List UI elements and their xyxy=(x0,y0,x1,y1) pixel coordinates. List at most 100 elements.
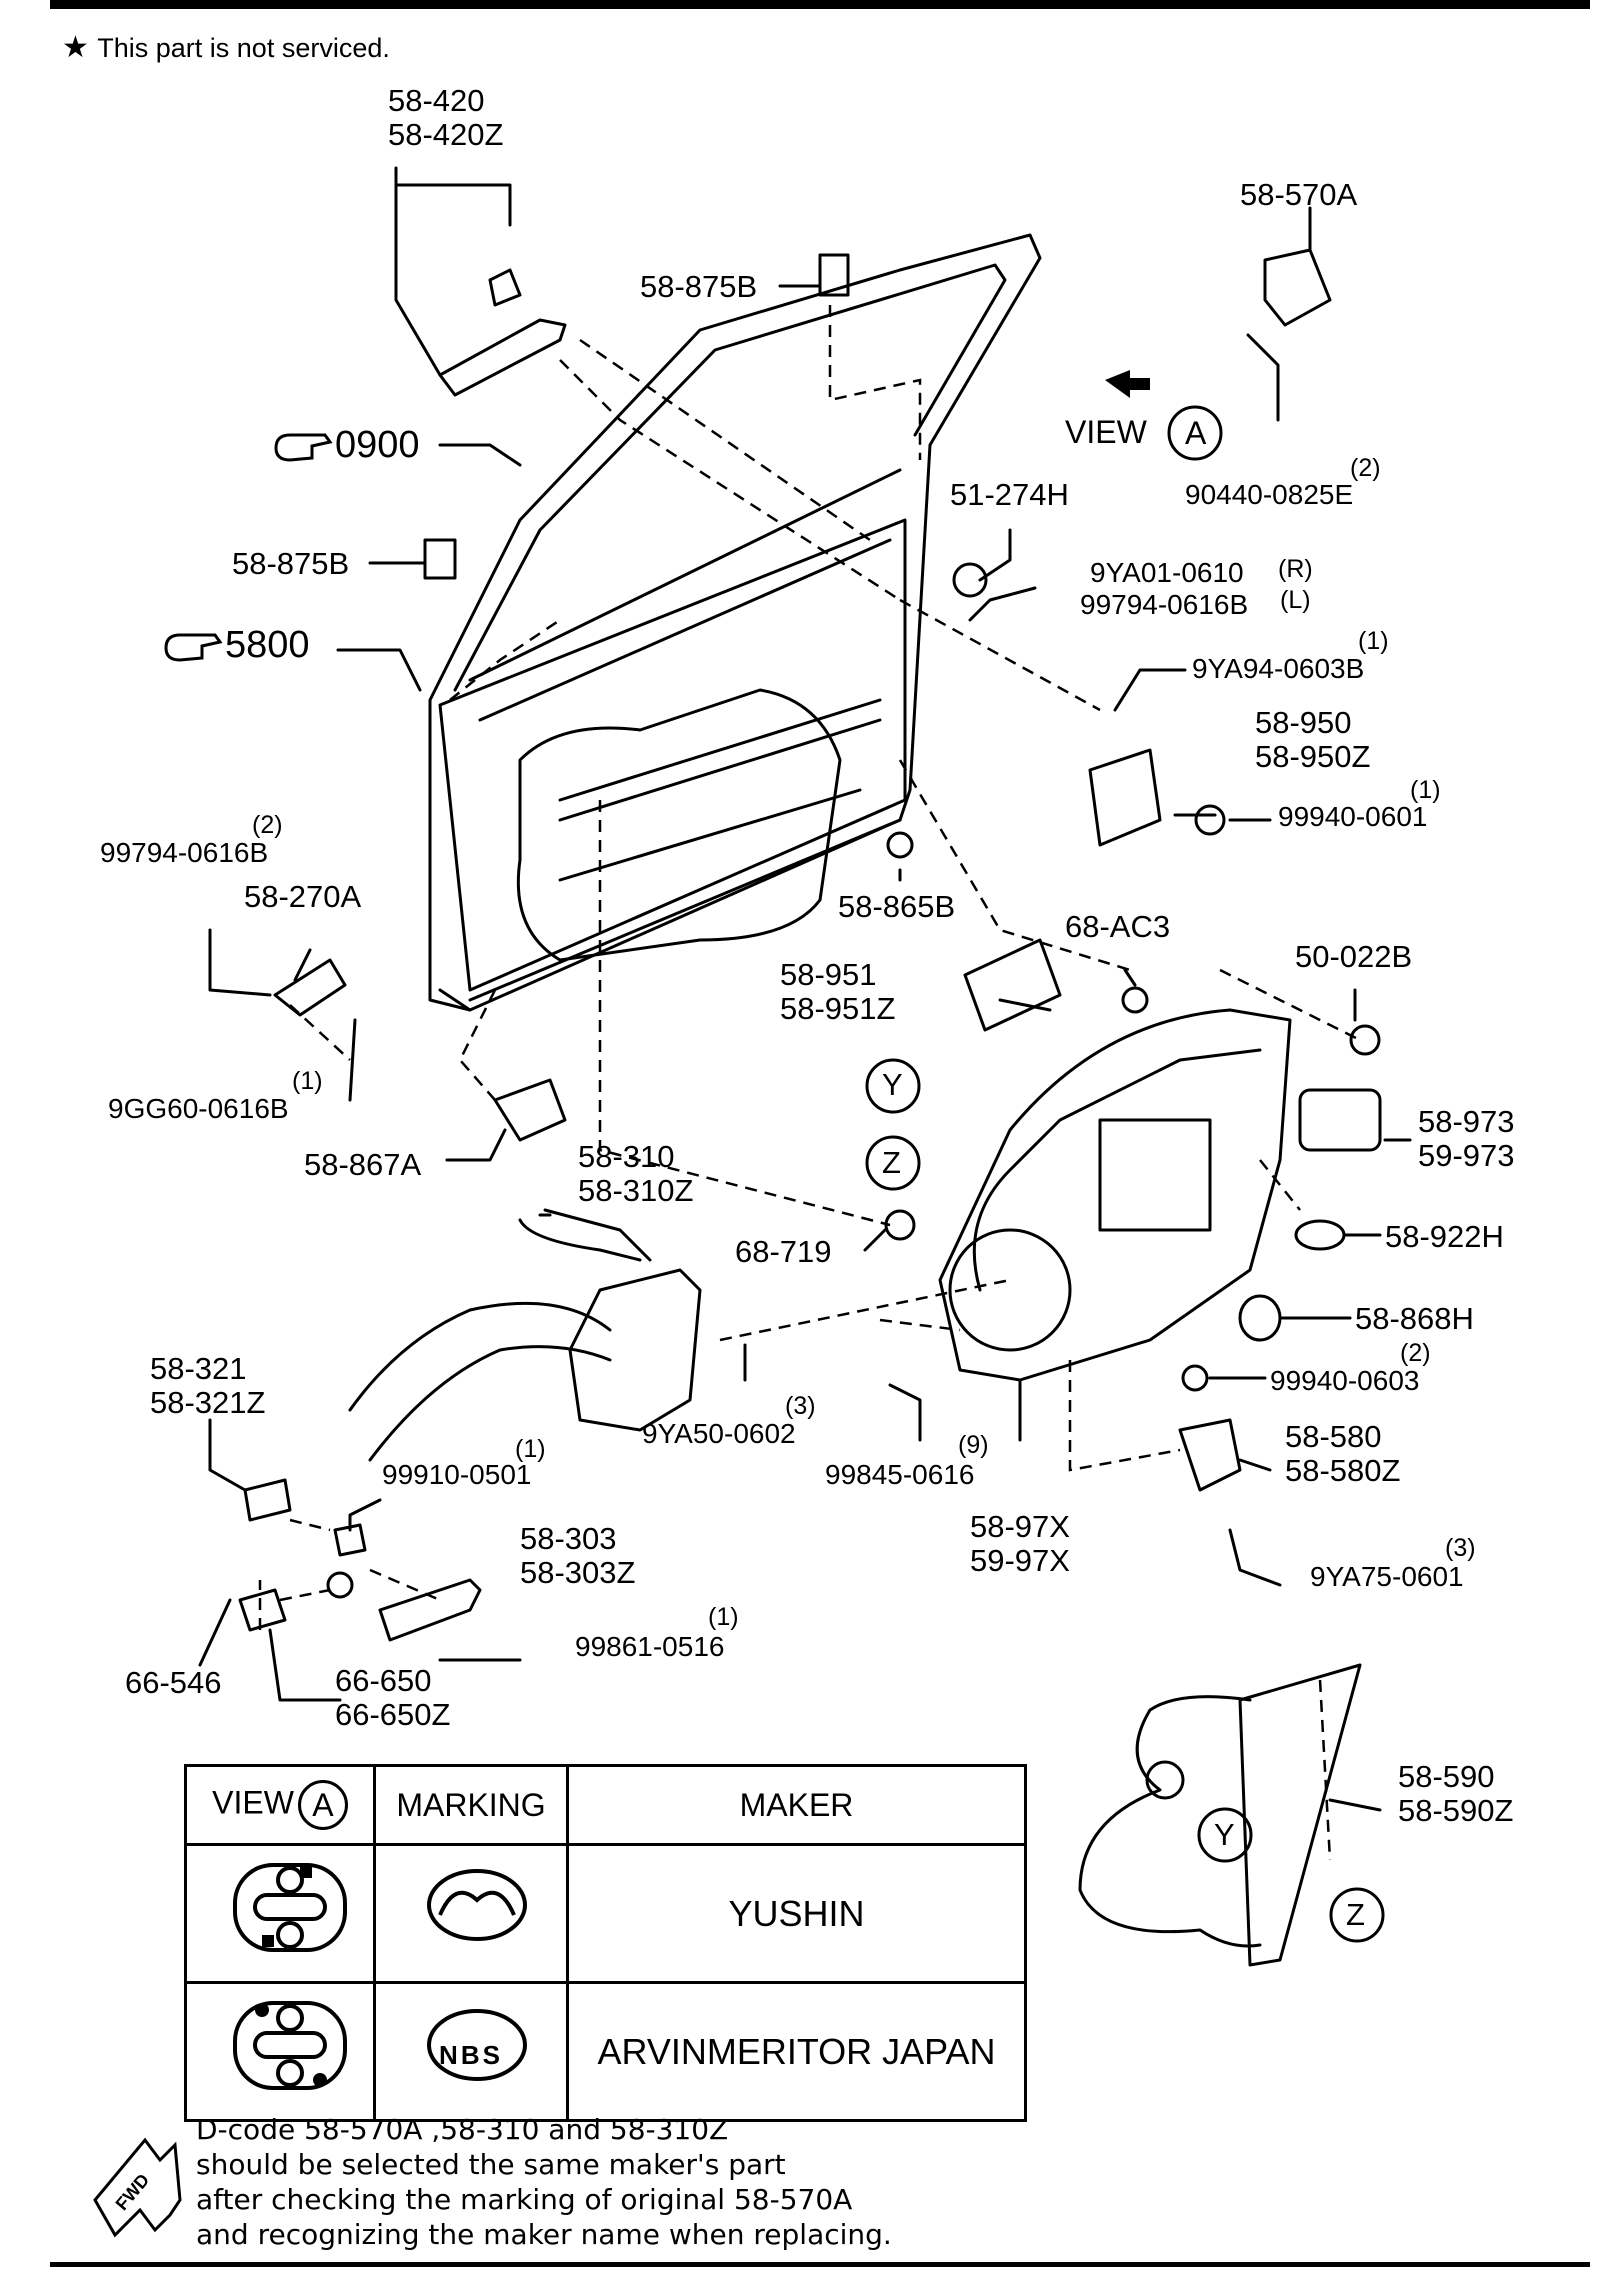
leader-66-650 xyxy=(268,1628,342,1702)
handle-cap xyxy=(488,268,522,307)
door-lock xyxy=(568,1268,702,1432)
cell-bracket-icon xyxy=(184,1981,376,2122)
cap-868h xyxy=(1238,1294,1282,1342)
door-frame-inner xyxy=(453,263,1007,692)
part-58-875b-left: 58-875B xyxy=(232,546,350,581)
circle-z-2 xyxy=(1329,1887,1385,1943)
part-51-274h: 51-274H xyxy=(950,477,1069,512)
note-text: This part is not serviced. xyxy=(97,33,390,63)
leader-0900 xyxy=(438,443,522,467)
trim-panel-inner xyxy=(972,1048,1262,1292)
bottom-rule xyxy=(50,2262,1590,2267)
leader-99845 xyxy=(888,1383,922,1442)
dash-5 xyxy=(899,598,1101,712)
leader-9gg60 xyxy=(348,1018,357,1102)
leader-58-580 xyxy=(1238,1458,1272,1472)
part-9ya94-0603b: 9YA94-0603B xyxy=(1192,653,1365,684)
header-maker: MAKER xyxy=(566,1764,1027,1846)
side-99794: (L) xyxy=(1280,586,1311,614)
part-9ya01-0610: 9YA01-0610 xyxy=(1090,557,1244,588)
trim-panel xyxy=(938,1008,1292,1382)
ref-0900: 0900 xyxy=(335,424,420,466)
inner-handle xyxy=(378,1578,482,1642)
leader-5800 xyxy=(336,648,422,692)
cap-922h xyxy=(1294,1219,1346,1251)
part-58-875b-top: 58-875B xyxy=(640,269,758,304)
leader-58-420-handle xyxy=(394,183,442,377)
part-90440-0825e: 90440-0825E xyxy=(1185,479,1354,510)
dash-15 xyxy=(258,1580,331,1630)
qty-9ya50: (3) xyxy=(785,1392,816,1420)
trim-speaker-ring xyxy=(948,1228,1072,1352)
clip-99910 xyxy=(333,1523,367,1557)
dash-9 xyxy=(289,1004,351,1061)
view-a-circle xyxy=(1167,405,1223,461)
qty-90440: (2) xyxy=(1350,454,1381,482)
module-block xyxy=(963,938,1062,1032)
star-icon: ★ xyxy=(62,31,89,64)
nut-99940-0603 xyxy=(1181,1364,1209,1392)
circle-y-label: Y xyxy=(882,1067,903,1102)
circle-y-2 xyxy=(1197,1807,1253,1863)
armrest-switch xyxy=(1088,748,1162,847)
qty-9ya94: (1) xyxy=(1358,627,1389,655)
bolt-head-66-546 xyxy=(326,1571,354,1599)
leader-58-590 xyxy=(1328,1798,1382,1812)
ref-5800: 5800 xyxy=(225,624,310,666)
leader-58-420 xyxy=(394,166,512,227)
dash-16 xyxy=(879,1318,961,1332)
door-window-rail xyxy=(468,468,902,722)
dash-10 xyxy=(719,1278,1011,1342)
regulator-cable xyxy=(1078,1695,1262,1948)
part-9gg60-0616b: 9GG60-0616B xyxy=(108,1093,289,1124)
part-99910-0501: 99910-0501 xyxy=(382,1459,532,1490)
part-58-867a: 58-867A xyxy=(304,1147,422,1182)
part-58-270a: 58-270A xyxy=(244,879,362,914)
leader-9ya94 xyxy=(1113,668,1187,712)
clip-top xyxy=(818,253,850,297)
qty-99794-l: (2) xyxy=(252,811,283,839)
outer-handle xyxy=(438,318,567,397)
pocket-trim xyxy=(1298,1088,1382,1152)
circle-z-label-2: Z xyxy=(1346,1897,1365,1932)
qty-99861: (1) xyxy=(708,1603,739,1631)
view-a-label: VIEW xyxy=(1065,414,1147,450)
circle-y-label-2: Y xyxy=(1214,1817,1235,1852)
regulator-motor xyxy=(1145,1760,1185,1800)
footnote: D-code 58-570A ,58-310 and 58-310Z shoul… xyxy=(196,2113,892,2251)
circle-z-1 xyxy=(865,1135,921,1191)
leader-58-321 xyxy=(208,1418,247,1492)
part-58-868h: 58-868H xyxy=(1355,1301,1474,1336)
dash-7 xyxy=(598,800,891,1227)
qty-9gg60: (1) xyxy=(292,1067,323,1095)
leader-51-274h xyxy=(978,528,1012,582)
leader-99794-l xyxy=(208,928,272,997)
view-circle-icon: A xyxy=(297,1780,348,1830)
view-a-letter: A xyxy=(1185,415,1207,451)
dash-3 xyxy=(828,305,922,460)
striker-bracket xyxy=(1263,248,1332,327)
part-58-570a: 58-570A xyxy=(1240,177,1358,212)
qty-99940-0603: (2) xyxy=(1400,1339,1431,1367)
lock-cables xyxy=(348,1301,612,1462)
part-99861-0516: 99861-0516 xyxy=(575,1631,725,1662)
qty-99940-0601: (1) xyxy=(1410,776,1441,804)
part-58-922h: 58-922H xyxy=(1385,1219,1504,1254)
top-rule xyxy=(50,0,1590,9)
leader-68-719 xyxy=(863,1228,887,1252)
table-row: YUSHIN xyxy=(184,1843,1027,1984)
clip-50-022b xyxy=(1349,1024,1381,1056)
part-50-022b: 50-022B xyxy=(1295,939,1413,974)
fwd-arrow-icon xyxy=(93,2137,182,2238)
dash-2 xyxy=(559,359,901,602)
door-body xyxy=(438,518,907,992)
qty-9ya75: (3) xyxy=(1445,1534,1476,1562)
